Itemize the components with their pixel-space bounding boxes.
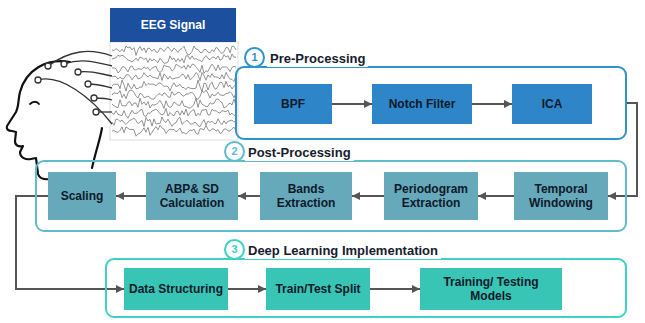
stage-panel: Pre-ProcessingBPFNotch FilterICA bbox=[235, 66, 627, 140]
eeg-trace bbox=[112, 125, 236, 136]
eeg-trace bbox=[112, 54, 236, 63]
box-label: Scaling bbox=[61, 189, 104, 203]
electrodes bbox=[35, 61, 99, 115]
flow-arrow bbox=[352, 195, 384, 197]
process-box: Periodogram Extraction bbox=[384, 172, 478, 220]
box-label: Notch Filter bbox=[389, 97, 456, 111]
eeg-trace bbox=[112, 98, 236, 108]
flow-arrow bbox=[608, 103, 637, 196]
flow-arrow bbox=[478, 195, 514, 197]
callout-number: 3 bbox=[224, 239, 245, 260]
box-label: ABP& SD Calculation bbox=[151, 182, 233, 210]
eeg-trace bbox=[112, 90, 236, 99]
box-label: EEG Signal bbox=[141, 18, 206, 32]
flow-arrow bbox=[116, 195, 146, 197]
flow-arrow bbox=[238, 195, 260, 197]
process-box: ICA bbox=[512, 84, 592, 124]
process-box: ABP& SD Calculation bbox=[146, 172, 238, 220]
process-box: Scaling bbox=[48, 172, 116, 220]
flow-arrow bbox=[472, 103, 512, 105]
box-label: Training/ Testing Models bbox=[425, 275, 557, 303]
flow-arrow bbox=[370, 288, 420, 290]
stage-panel: Post-ProcessingTemporal WindowingPeriodo… bbox=[35, 160, 627, 232]
eeg-trace-panel bbox=[110, 42, 238, 140]
eeg-trace bbox=[112, 108, 236, 118]
box-label: BPF bbox=[281, 97, 305, 111]
process-box: Temporal Windowing bbox=[514, 172, 608, 220]
eeg-trace bbox=[112, 72, 236, 81]
eeg-traces bbox=[112, 46, 236, 136]
process-box: Notch Filter bbox=[372, 84, 472, 124]
box-label: Data Structuring bbox=[129, 282, 223, 296]
box-label: Bands Extraction bbox=[265, 182, 347, 210]
stage-heading: Deep Learning Implementation bbox=[245, 243, 441, 259]
process-box: Train/Test Split bbox=[266, 268, 370, 310]
title-box: EEG Signal bbox=[110, 8, 236, 42]
box-label: Periodogram Extraction bbox=[389, 182, 473, 210]
process-box: Training/ Testing Models bbox=[420, 268, 562, 310]
callout-number: 1 bbox=[244, 47, 265, 68]
stage-heading: Post-Processing bbox=[245, 145, 354, 161]
process-box: Bands Extraction bbox=[260, 172, 352, 220]
process-box: BPF bbox=[254, 84, 332, 124]
callout-number: 2 bbox=[224, 141, 245, 162]
stage-heading: Pre-Processing bbox=[267, 51, 368, 67]
box-label: Temporal Windowing bbox=[519, 182, 603, 210]
box-label: ICA bbox=[542, 97, 563, 111]
box-label: Train/Test Split bbox=[275, 282, 360, 296]
eeg-trace bbox=[112, 46, 236, 55]
eeg-trace bbox=[112, 64, 236, 73]
flow-arrow bbox=[332, 103, 372, 105]
stage-panel: Deep Learning ImplementationData Structu… bbox=[105, 258, 627, 318]
process-box: Data Structuring bbox=[124, 268, 228, 310]
flow-arrow bbox=[228, 288, 266, 290]
electrode-wires bbox=[38, 51, 112, 124]
eeg-trace bbox=[112, 117, 236, 127]
